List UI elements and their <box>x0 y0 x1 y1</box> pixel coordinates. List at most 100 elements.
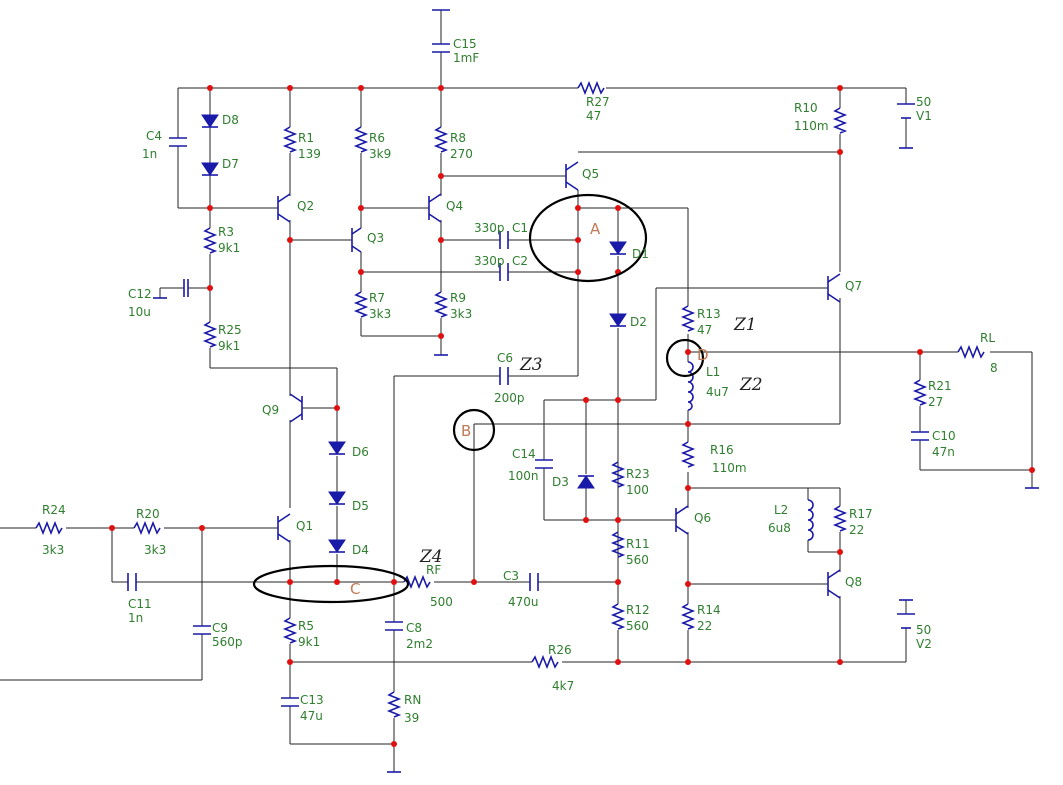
D7-diode <box>201 162 219 176</box>
value-R17: 22 <box>849 523 864 537</box>
label-D6: D6 <box>352 445 369 459</box>
D1-diode <box>609 241 627 255</box>
annotation-ellipse-c <box>252 564 410 604</box>
label-R16: R16 <box>710 443 734 457</box>
Q6-transistor <box>675 505 689 535</box>
node-dots <box>109 85 1035 747</box>
label-R27: R27 <box>586 95 610 109</box>
R26-resistor <box>531 654 559 670</box>
value-R7: 3k3 <box>369 307 391 321</box>
label-R12: R12 <box>626 603 650 617</box>
R12-resistor <box>610 603 626 630</box>
label-D8: D8 <box>222 113 239 127</box>
R6-resistor <box>353 126 369 153</box>
value-C10: 47n <box>932 445 955 459</box>
label-R7: R7 <box>369 291 385 305</box>
label-V2: V2 <box>916 637 932 651</box>
value-R21: 27 <box>928 395 943 409</box>
annotation-B: B <box>461 422 471 440</box>
value-RL: 8 <box>990 361 998 375</box>
R7-resistor <box>353 291 369 318</box>
value-RN: 39 <box>404 711 419 725</box>
label-D5: D5 <box>352 499 369 513</box>
D2-diode <box>609 313 627 327</box>
Q1-transistor <box>277 513 291 543</box>
C1-capacitor <box>499 231 509 249</box>
label-Q6: Q6 <box>694 511 711 525</box>
value-V2: 50 <box>916 623 931 637</box>
label-C1: C1 <box>512 221 528 235</box>
label-D3: D3 <box>552 475 569 489</box>
value-C1: 330p <box>474 221 505 235</box>
C12-capacitor <box>183 279 189 297</box>
value-R10: 110m <box>794 119 829 133</box>
value-R11: 560 <box>626 553 649 567</box>
R16-resistor <box>680 441 696 468</box>
C10-capacitor <box>911 431 929 441</box>
RN-resistor <box>386 691 402 718</box>
C9-capacitor <box>193 625 211 635</box>
value-C4: 1n <box>142 147 157 161</box>
label-Q3: Q3 <box>367 231 384 245</box>
value-L1: 4u7 <box>706 385 729 399</box>
value-C15: 1mF <box>453 51 479 65</box>
Q4-transistor <box>428 193 442 223</box>
value-C12: 10u <box>128 305 151 319</box>
R13-resistor <box>680 305 696 332</box>
label-C8: C8 <box>406 621 422 635</box>
annotation-D: D <box>697 346 709 364</box>
label-RN: RN <box>404 693 421 707</box>
annotation-Z3: Z3 <box>519 355 543 375</box>
Q3-transistor <box>351 227 362 253</box>
label-C12: C12 <box>128 287 152 301</box>
value-R24: 3k3 <box>42 543 64 557</box>
value-R16: 110m <box>712 461 747 475</box>
label-C6: C6 <box>497 351 513 365</box>
C13-capacitor <box>281 697 299 707</box>
label-Q4: Q4 <box>446 199 463 213</box>
value-R20: 3k3 <box>144 543 166 557</box>
label-C3: C3 <box>503 569 519 583</box>
value-R12: 560 <box>626 619 649 633</box>
value-R25: 9k1 <box>218 339 240 353</box>
Q9-transistor <box>289 393 303 423</box>
component-symbols <box>35 9 1039 773</box>
label-R6: R6 <box>369 131 385 145</box>
label-Q1: Q1 <box>296 519 313 533</box>
label-Q2: Q2 <box>297 199 314 213</box>
label-R11: R11 <box>626 537 650 551</box>
value-RF: 500 <box>430 595 453 609</box>
component-labels: C15 1mF R27 47 50 V1 R10 110m C4 1n D8 D… <box>42 37 998 725</box>
label-V1: V1 <box>916 109 932 123</box>
label-Q5: Q5 <box>582 167 599 181</box>
label-Q7: Q7 <box>845 279 862 293</box>
label-C4: C4 <box>146 129 162 143</box>
annotation-circle-d <box>665 338 705 378</box>
R25-resistor <box>202 321 218 348</box>
value-R5: 9k1 <box>298 635 320 649</box>
R24-resistor <box>35 520 63 536</box>
value-R26: 4k7 <box>552 679 574 693</box>
Q8-transistor <box>827 569 841 599</box>
value-R3: 9k1 <box>218 241 240 255</box>
label-C15: C15 <box>453 37 477 51</box>
annotation-ellipse-a <box>528 193 648 283</box>
Q7-transistor <box>827 273 841 303</box>
label-D2: D2 <box>630 315 647 329</box>
label-D7: D7 <box>222 157 239 171</box>
RL-resistor <box>957 344 985 360</box>
value-R6: 3k9 <box>369 147 391 161</box>
R14-resistor <box>680 603 696 630</box>
label-L1: L1 <box>706 365 720 379</box>
label-R23: R23 <box>626 467 650 481</box>
label-RF: RF <box>426 563 441 577</box>
C2-capacitor <box>499 263 509 281</box>
R5-resistor <box>282 617 298 644</box>
R10-resistor <box>832 107 848 134</box>
value-C9: 560p <box>212 635 243 649</box>
label-R13: R13 <box>697 307 721 321</box>
L2-inductor <box>807 499 814 541</box>
annotation-A: A <box>590 220 601 238</box>
C15-capacitor <box>432 43 450 53</box>
